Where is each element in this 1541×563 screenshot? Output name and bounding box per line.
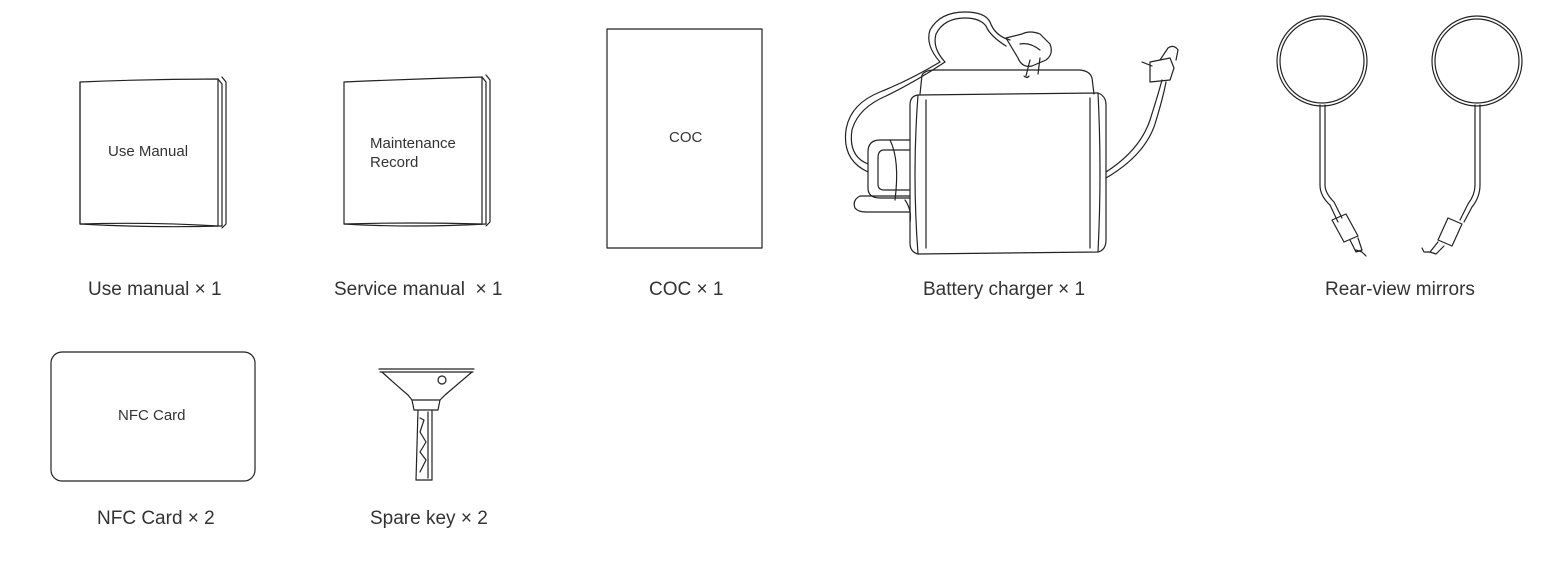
nfc-card-caption: NFC Card × 2 <box>97 508 215 529</box>
nfc-card-label: NFC Card <box>118 407 186 424</box>
rear-view-mirrors-caption: Rear-view mirrors <box>1325 279 1475 300</box>
coc-caption: COC × 1 <box>649 279 724 300</box>
battery-charger-caption: Battery charger × 1 <box>923 279 1086 300</box>
service-manual-caption: Service manual × 1 <box>334 279 503 300</box>
service-manual-cover-label-line-2: Record <box>370 154 419 171</box>
coc-cover-label: COC <box>669 129 703 146</box>
service-manual-booklet-icon <box>343 74 491 227</box>
service-manual-cover-label-line-1: Maintenance <box>370 135 456 152</box>
nfc-card-icon <box>50 351 256 482</box>
rear-view-mirrors-icon <box>1276 15 1523 257</box>
battery-charger-icon <box>844 11 1179 255</box>
use-manual-booklet-icon <box>79 76 227 229</box>
coc-document-icon <box>606 28 763 249</box>
use-manual-caption: Use manual × 1 <box>88 279 222 300</box>
spare-key-icon <box>378 368 475 481</box>
use-manual-cover-label: Use Manual <box>108 143 189 160</box>
spare-key-caption: Spare key × 2 <box>370 508 488 529</box>
